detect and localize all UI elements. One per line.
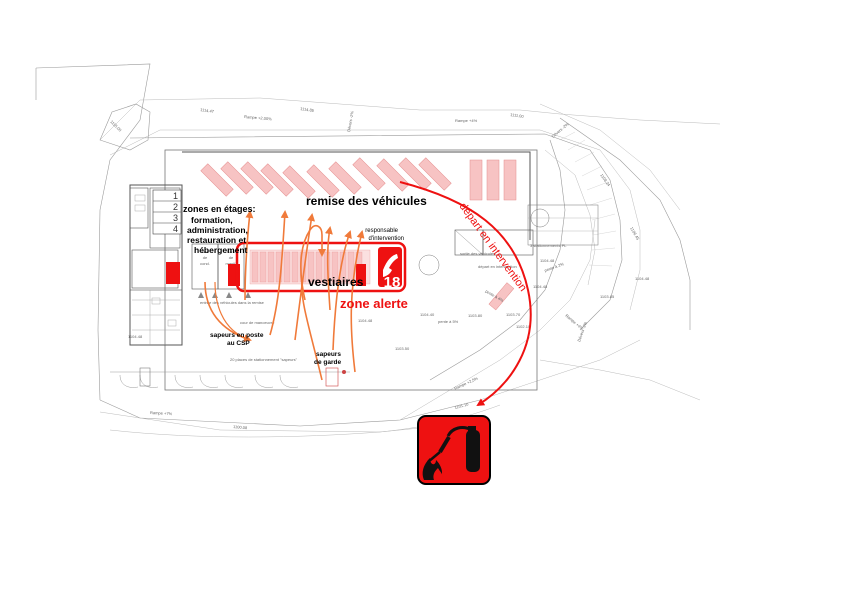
parking-sapeurs — [110, 367, 350, 388]
svg-text:1104.48: 1104.48 — [128, 334, 143, 339]
sas-manif-2: de — [229, 255, 234, 260]
zones-label-3: administration, — [187, 225, 248, 235]
svg-text:départ en intervention: départ en intervention — [478, 264, 517, 269]
floor-3: 3 — [173, 213, 178, 223]
svg-text:1100.08: 1100.08 — [233, 424, 248, 430]
svg-text:20 places de stationnement "sa: 20 places de stationnement "sapeurs" — [230, 357, 298, 362]
sas-manif-3: manif. — [226, 261, 237, 266]
depart-intervention-arrow — [399, 181, 532, 407]
arrow-up-4 — [324, 226, 333, 311]
svg-text:pente à 2%: pente à 2% — [544, 261, 565, 273]
zones-label-1: zones en étages: — [183, 204, 256, 214]
arrow-vestiaires-loop-1 — [300, 224, 326, 301]
svg-text:1104.40: 1104.40 — [420, 312, 435, 317]
arrow-up-5 — [332, 230, 352, 351]
building: 1 2 3 4 SAS de cond. SAS de manif. — [129, 149, 599, 391]
zone-alerte-label: zone alerte — [340, 296, 408, 311]
sas-cond-2: de — [203, 255, 208, 260]
responsable-label-2: d'intervention — [368, 236, 404, 242]
svg-text:1104.48: 1104.48 — [358, 318, 373, 323]
svg-text:Rampe +7%: Rampe +7% — [150, 410, 173, 416]
svg-text:3 stationnements PL: 3 stationnements PL — [530, 243, 567, 248]
svg-text:Dévers -2%: Dévers -2% — [576, 321, 588, 343]
svg-text:1106.45: 1106.45 — [629, 226, 641, 241]
svg-text:1104.48: 1104.48 — [635, 276, 650, 281]
sas-manif-1: SAS — [227, 249, 235, 254]
svg-text:1104.48: 1104.48 — [540, 258, 555, 263]
arrow-up-1 — [244, 210, 254, 301]
svg-text:1103.50: 1103.50 — [395, 346, 410, 351]
sapeurs-garde-label-2: de garde — [314, 359, 341, 366]
svg-text:1111.00: 1111.00 — [510, 112, 525, 119]
zone-alerte-frame — [235, 241, 407, 293]
svg-text:sortie des véhicules: sortie des véhicules — [460, 251, 495, 256]
svg-text:entrée des véhicules dans la r: entrée des véhicules dans la remise — [200, 300, 265, 305]
telephone-18-icon: 18 — [378, 247, 402, 291]
svg-text:Rampe +4%: Rampe +4% — [455, 118, 478, 123]
svg-text:cour de manoeuvre: cour de manoeuvre — [240, 320, 275, 325]
svg-text:1114.85: 1114.85 — [300, 106, 315, 113]
svg-text:1101.10: 1101.10 — [454, 401, 470, 410]
svg-text:Dévers -2%: Dévers -2% — [346, 110, 355, 132]
floor-4: 4 — [173, 224, 178, 234]
number-18: 18 — [384, 274, 401, 291]
zones-label-2: formation, — [191, 215, 233, 225]
svg-text:Rampe +2,00%: Rampe +2,00% — [244, 114, 272, 121]
floor-1: 1 — [173, 191, 178, 201]
sapeurs-poste-label-1: sapeurs en poste — [210, 332, 264, 339]
arrow-up-2 — [269, 210, 289, 336]
zones-label-5: hébergement — [194, 245, 248, 255]
svg-text:1103.70: 1103.70 — [506, 312, 521, 317]
sas-cond-1: SAS — [201, 249, 209, 254]
vestiaires-label: vestiaires — [308, 275, 364, 289]
svg-text:1114.47: 1114.47 — [200, 107, 215, 114]
fire-extinguisher-hose-icon — [417, 415, 491, 485]
orange-flow-arrows — [204, 210, 365, 381]
svg-text:1102.10: 1102.10 — [516, 324, 531, 329]
svg-text:1104.48: 1104.48 — [533, 284, 548, 289]
responsable-label-1: responsable — [365, 228, 398, 234]
floor-2: 2 — [173, 202, 178, 212]
sapeurs-poste-label-2: au CSP — [227, 340, 250, 347]
alert-room-left — [166, 262, 180, 284]
sas-cond-3: cond. — [200, 261, 210, 266]
svg-text:pente à 5%: pente à 5% — [438, 319, 459, 324]
svg-text:Rampe +4%: Rampe +4% — [564, 313, 585, 331]
zones-label-4: restauration et — [187, 235, 246, 245]
remise-label: remise des véhicules — [306, 194, 427, 208]
svg-text:Rampe +2,5%: Rampe +2,5% — [453, 375, 479, 390]
svg-text:1115.00: 1115.00 — [109, 119, 123, 133]
depart-label: départ en intervention — [457, 201, 529, 294]
arrow-from-garde — [350, 230, 365, 373]
sapeurs-garde-label-1: sapeurs — [316, 351, 341, 358]
svg-text:1103.80: 1103.80 — [468, 313, 483, 318]
svg-text:1103.85: 1103.85 — [600, 294, 615, 299]
floor-stack: 1 2 3 4 — [152, 189, 182, 235]
